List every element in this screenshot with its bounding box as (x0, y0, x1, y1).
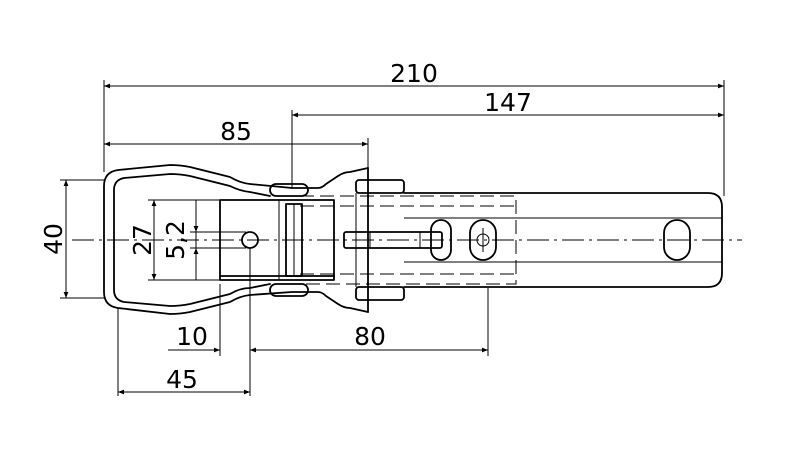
base-slot-1 (430, 219, 452, 261)
latch-body (72, 164, 742, 315)
hook-inner (113, 173, 271, 307)
dim-offset: 10 (176, 322, 208, 351)
dimension-lines: 210 147 85 40 27 5,2 10 80 45 (39, 59, 725, 396)
base-slot-2 (469, 219, 497, 261)
dim-height: 40 (39, 223, 68, 255)
dim-overall-length: 210 (390, 59, 438, 88)
dim-inner-height: 27 (128, 224, 157, 256)
base-bracket (219, 199, 335, 281)
dim-lever-length: 147 (484, 88, 532, 117)
dim-base-length: 80 (354, 322, 386, 351)
base-plate-hidden (300, 195, 517, 285)
dim-hole-diameter: 5,2 (161, 220, 190, 260)
hook-pivot-bottom (269, 283, 309, 297)
hook-outer (103, 164, 369, 315)
dim-hook-to-pivot: 85 (220, 117, 252, 146)
pivot-bracket-top (355, 179, 405, 194)
lever-arm (403, 192, 723, 288)
pivot-bracket-bottom (355, 286, 405, 301)
lever-slot (663, 219, 691, 261)
hook-pivot-top (269, 183, 309, 197)
dim-hook-to-hole: 45 (166, 365, 198, 394)
